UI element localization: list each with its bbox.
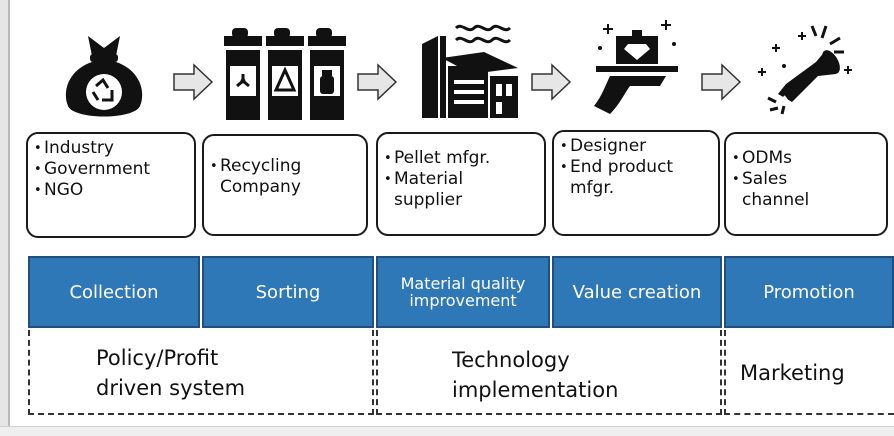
group-label-line: Marketing	[740, 361, 845, 385]
stage-label: Collection	[69, 281, 159, 303]
megaphone-icon	[758, 25, 852, 115]
group-label-line: driven system	[96, 376, 246, 400]
frame-left-edge	[0, 0, 8, 435]
flow-arrow-icon	[531, 63, 572, 101]
group-technology	[376, 330, 722, 415]
stage-label: Material quality improvement	[400, 274, 526, 310]
stage-promotion: Promotion	[724, 256, 894, 328]
actor-box-collection: Industry Government NGO	[26, 132, 196, 238]
stage-material-quality: Material quality improvement	[376, 256, 550, 328]
actor-item: Pellet mfgr.	[384, 148, 538, 169]
flow-arrow-icon	[357, 63, 398, 101]
group-label-technology: Technology implementation	[452, 345, 618, 405]
actor-box-value: Designer End product mfgr.	[552, 130, 720, 236]
group-label-line: implementation	[452, 378, 619, 402]
stage-label: Promotion	[763, 281, 855, 303]
actor-item: End product mfgr.	[560, 157, 710, 199]
stage-collection: Collection	[28, 256, 200, 328]
actor-item: ODMs	[732, 148, 880, 169]
stage-sorting: Sorting	[202, 256, 374, 328]
group-label-line: Technology	[452, 348, 570, 372]
sorting-bins-icon	[224, 28, 346, 120]
stage-label: Value creation	[572, 281, 702, 303]
group-label-policy: Policy/Profit driven system	[96, 343, 245, 403]
actor-item: Designer	[560, 136, 712, 157]
group-label-line: Policy/Profit	[96, 346, 219, 370]
stage-label: Sorting	[255, 281, 321, 303]
actor-item: Government	[34, 159, 188, 180]
factory-icon	[422, 24, 518, 118]
actor-item: Industry	[34, 138, 188, 159]
group-marketing	[724, 330, 894, 415]
actor-box-sorting: Recycling Company	[202, 134, 368, 236]
flow-arrow-icon	[701, 63, 742, 101]
stage-value-creation: Value creation	[552, 256, 722, 328]
frame-left-line	[8, 0, 10, 435]
group-label-marketing: Marketing	[740, 358, 845, 388]
recycle-bag-icon	[65, 36, 143, 117]
actor-item: Material supplier	[384, 169, 494, 211]
actor-item: Sales channel	[732, 169, 832, 211]
actor-box-promotion: ODMs Sales channel	[724, 132, 888, 236]
flow-arrow-icon	[173, 63, 214, 101]
actor-item: Recycling Company	[210, 156, 340, 198]
actor-item: NGO	[34, 180, 188, 201]
gem-on-hand-icon	[594, 20, 678, 114]
group-policy	[28, 330, 374, 415]
actor-box-material: Pellet mfgr. Material supplier	[376, 132, 546, 236]
frame-bottom-edge	[0, 426, 894, 436]
